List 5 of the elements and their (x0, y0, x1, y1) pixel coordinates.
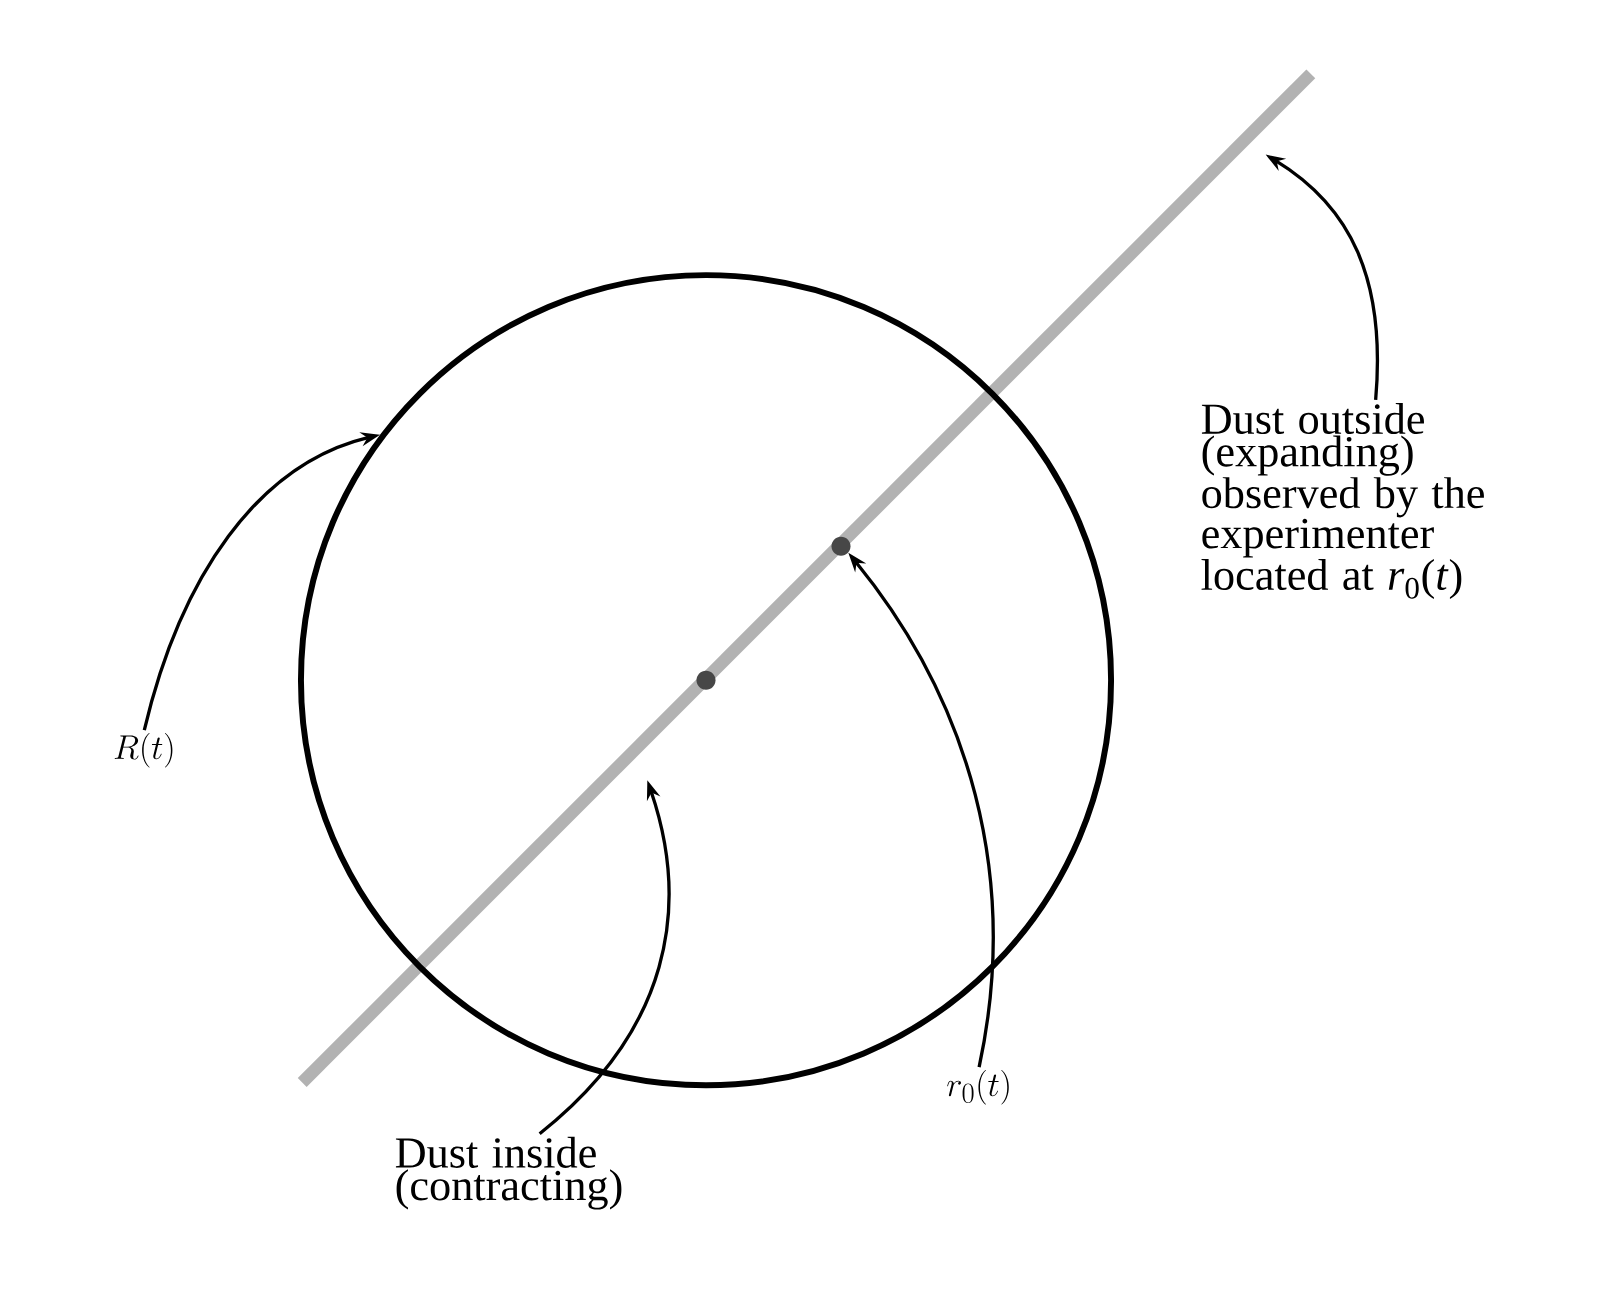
formula-label: $r_0(t)$ (947, 1070, 1009, 1105)
text-label: Dust inside (contracting) (395, 1136, 622, 1210)
formula-label: $R(t)$ (114, 733, 173, 768)
text-label: Dust outside (expanding) observed by the experimenter located at r$_{0}$(t) (1201, 402, 1484, 600)
dot (831, 536, 851, 556)
